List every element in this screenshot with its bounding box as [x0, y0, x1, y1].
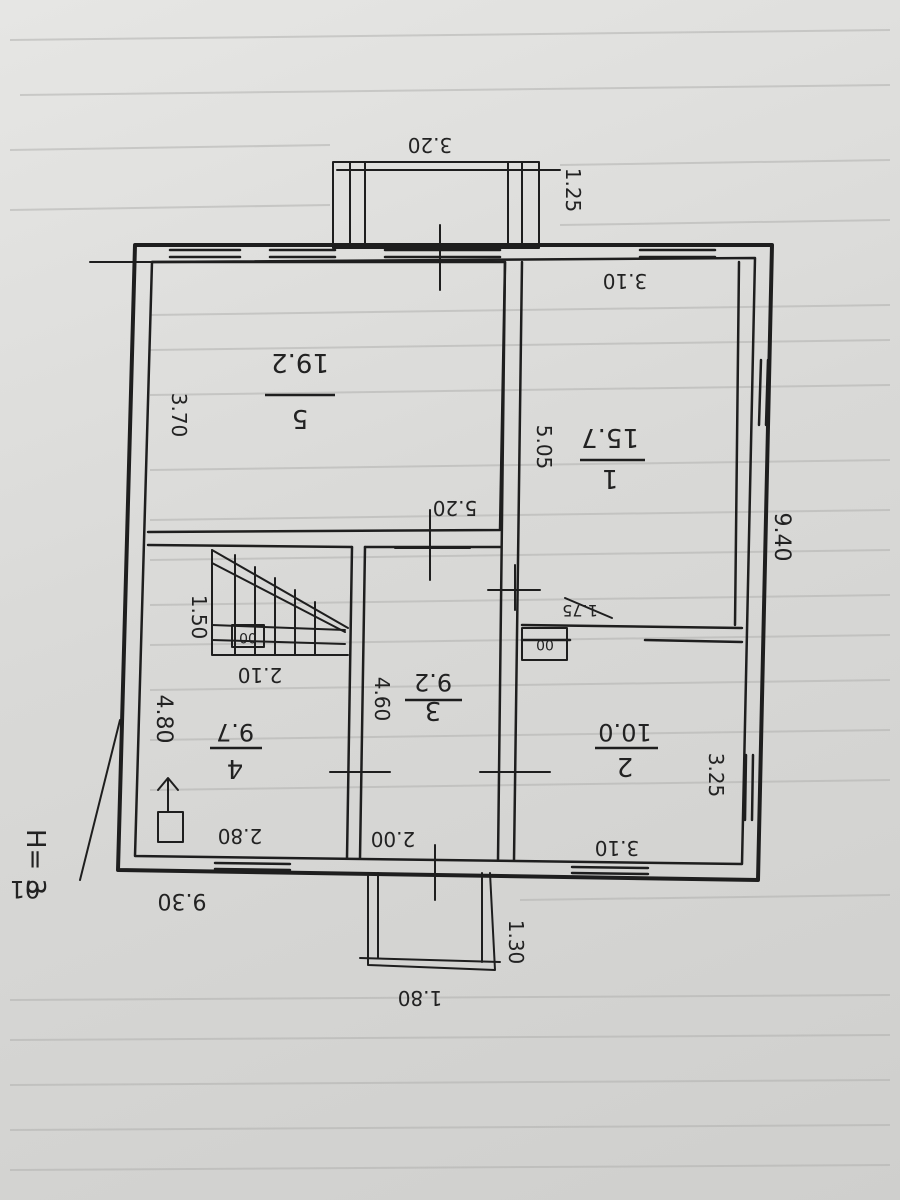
dim-room5-bottom: 5.20 — [433, 496, 478, 520]
height-leader — [79, 719, 121, 881]
dim-room1-top: 3.10 — [603, 269, 648, 293]
dim-room3-bottom: 2.00 — [371, 827, 416, 851]
room-4-area: 9.7 — [216, 718, 254, 746]
room-5-number: 5 — [292, 403, 309, 433]
entrance-arrow-icon — [157, 777, 184, 843]
room-2-area: 10.0 — [598, 718, 651, 746]
room-2-number: 2 — [617, 751, 634, 781]
dim-room4-side: 4.80 — [151, 695, 176, 744]
dim-room5-side: 3.70 — [167, 393, 191, 438]
windows — [168, 248, 770, 876]
dim-porch-top-depth: 1.25 — [561, 168, 585, 213]
dim-overall-right: 9.40 — [769, 513, 794, 562]
sheet-mark: 01 — [10, 875, 41, 903]
room-4-number: 4 — [227, 753, 244, 783]
room-labels: 5 19.2 1 15.7 4 9.7 3 9.2 2 10.0 — [210, 347, 658, 783]
background-print — [9, 29, 891, 1171]
room-3-number: 3 — [425, 695, 442, 725]
room-2-label: 2 10.0 — [595, 718, 658, 781]
stairs — [211, 549, 349, 656]
dim-room2-bottom: 3.10 — [595, 836, 640, 860]
dimension-labels: 3.20 1.25 3.10 3.70 5.20 5.05 9.40 1.50 … — [151, 133, 794, 1010]
room-4-label: 4 9.7 — [210, 718, 262, 783]
dim-overall-bottom: 9.30 — [158, 888, 207, 913]
dim-room4-bottom: 2.80 — [218, 824, 263, 848]
dim-porch-top-width: 3.20 — [408, 133, 453, 157]
height-mark: H= 3 — [20, 829, 50, 895]
edge-marks: H= 3 01 — [10, 829, 50, 903]
room-3-label: 3 9.2 — [405, 668, 462, 725]
dim-room1-side: 5.05 — [532, 425, 556, 470]
dim-stair-1: 1.50 — [187, 595, 211, 640]
outer-walls — [116, 243, 774, 882]
stove-symbol — [521, 597, 613, 661]
dim-room2-side: 3.25 — [704, 753, 728, 798]
stove-marker: 00 — [536, 636, 554, 652]
dim-porch-bottom-width: 1.80 — [398, 986, 443, 1010]
dim-room3-side: 4.60 — [370, 677, 394, 722]
dim-door: 1.75 — [562, 601, 598, 620]
room-1-area: 15.7 — [581, 422, 639, 452]
room-3-area: 9.2 — [414, 668, 452, 696]
room-1-number: 1 — [602, 463, 619, 493]
bottom-porch — [359, 872, 501, 971]
top-porch — [332, 161, 561, 249]
dim-porch-bottom-depth: 1.30 — [504, 920, 528, 965]
room-5-area: 19.2 — [271, 347, 329, 377]
dim-stair-2: 2.10 — [238, 663, 283, 687]
stair-marker: 00 — [239, 629, 257, 645]
door-ticks — [89, 224, 551, 901]
interior-walls — [146, 260, 744, 862]
room-5-label: 5 19.2 — [265, 347, 335, 433]
room-1-label: 1 15.7 — [580, 422, 645, 493]
